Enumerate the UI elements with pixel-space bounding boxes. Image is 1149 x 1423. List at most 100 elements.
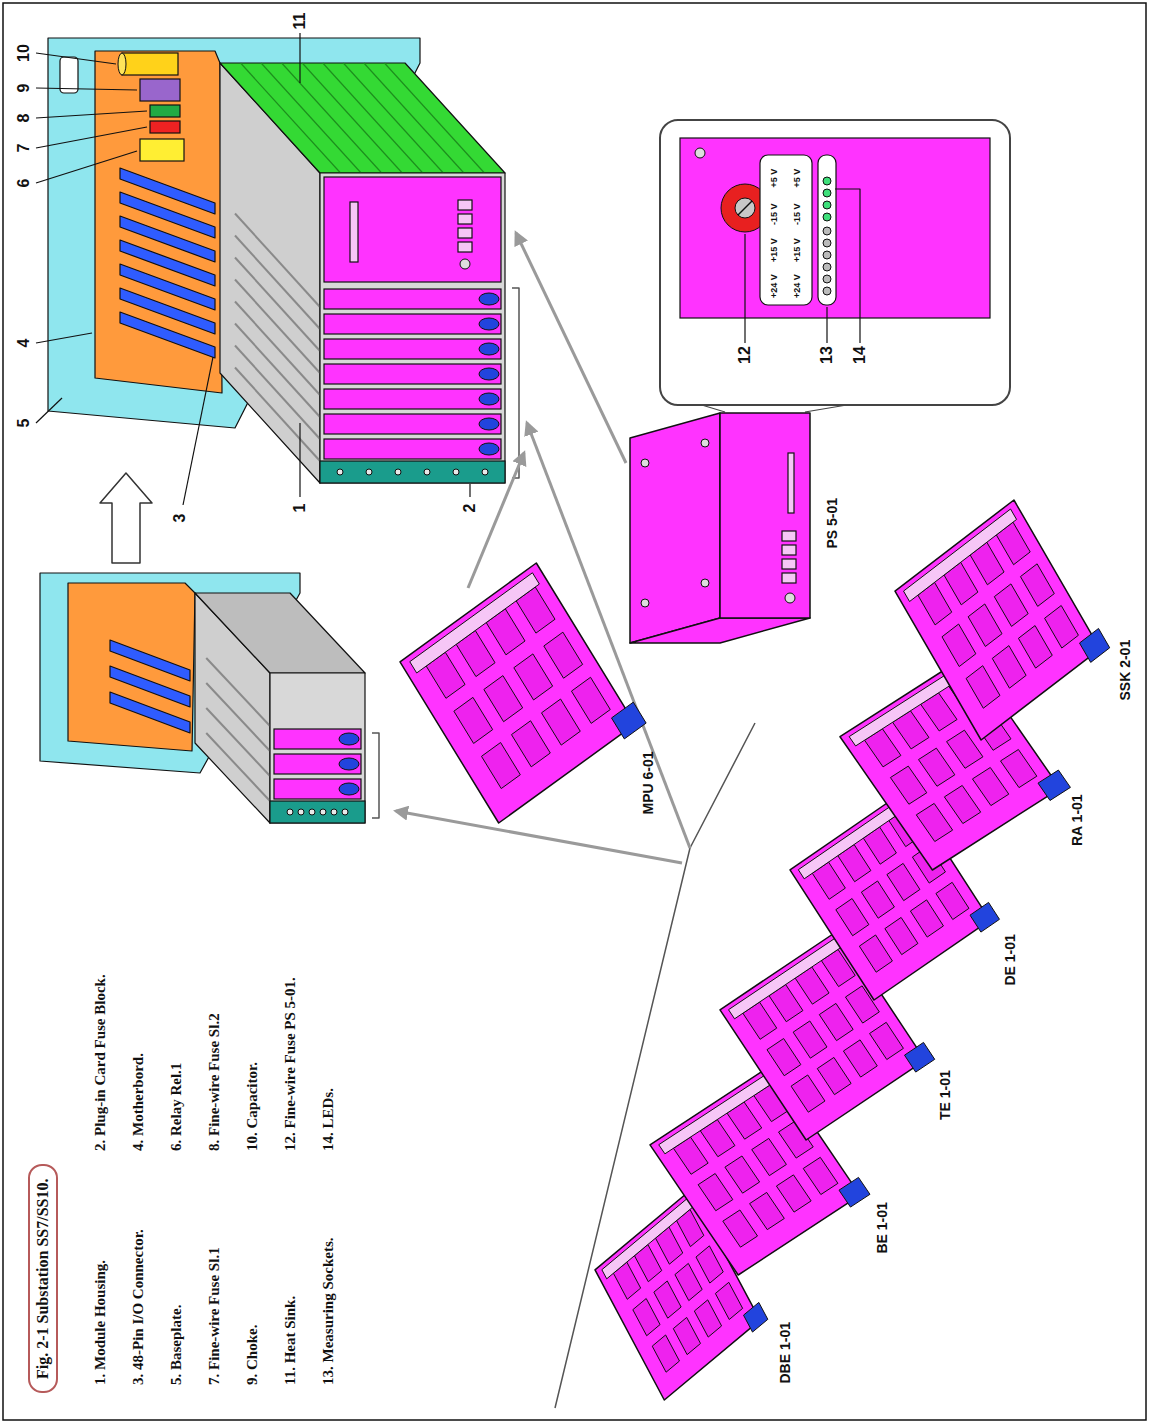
edge-connector xyxy=(729,938,842,1019)
fuse-holder xyxy=(309,809,315,815)
chip xyxy=(972,767,1008,805)
fuse-slot xyxy=(738,201,752,215)
callout-number: 5 xyxy=(15,419,33,428)
fuse-holder xyxy=(453,469,459,475)
chip xyxy=(944,785,980,823)
chip xyxy=(481,743,520,789)
module-outline xyxy=(630,413,810,643)
heat-sink-fin xyxy=(302,63,402,173)
fuse-holder xyxy=(331,809,337,815)
insertion-arrow xyxy=(468,453,524,588)
edge-connector xyxy=(904,509,1017,601)
ps-fuse xyxy=(785,593,795,603)
power-supply-module: PS 5-01 xyxy=(630,413,810,643)
card-front xyxy=(324,414,501,434)
io-connector xyxy=(110,640,190,681)
legend-item: 14. LEDs. xyxy=(320,1088,337,1151)
chip xyxy=(910,900,943,937)
edge-connector xyxy=(602,1198,693,1279)
leader-line xyxy=(835,189,860,343)
voltage-plate xyxy=(760,155,812,305)
fuse-holder xyxy=(342,809,348,815)
callout-number: 6 xyxy=(15,179,33,188)
fine-wire-fuse xyxy=(150,105,180,117)
fuse-block xyxy=(320,461,505,483)
socket-strip xyxy=(818,155,836,305)
fuse-holder xyxy=(366,469,372,475)
chip xyxy=(817,1057,851,1094)
plug-in-card: MPU 6-01 xyxy=(400,563,635,823)
leader-line xyxy=(36,127,147,148)
legend-item: 5. Baseplate. xyxy=(168,1305,185,1385)
card-handle xyxy=(1038,770,1070,800)
card-handle xyxy=(339,758,359,770)
assembly-arrow xyxy=(100,473,152,563)
chip xyxy=(571,677,610,723)
screw xyxy=(701,579,709,587)
leader-line xyxy=(183,357,213,505)
card-board xyxy=(400,563,635,823)
leader-line xyxy=(36,333,92,343)
callout-number: 13 xyxy=(818,346,836,364)
ps-detail xyxy=(460,259,470,269)
legend-item: 2. Plug-in Card Fuse Block. xyxy=(92,974,109,1151)
card-label: SSK 2-01 xyxy=(1117,640,1133,701)
chip xyxy=(819,1003,853,1040)
heat-sink-fin xyxy=(241,63,341,173)
legend-item: 3. 48-Pin I/O Connector. xyxy=(130,1229,147,1385)
plug-in-card: SSK 2-01 xyxy=(895,500,1100,740)
ps-detail xyxy=(458,200,472,210)
ps-side xyxy=(630,618,810,643)
insertion-arrow xyxy=(396,811,682,863)
leader-line xyxy=(299,33,300,83)
chip xyxy=(514,654,553,700)
legend-item: 6. Relay Rel.1 xyxy=(168,1063,185,1151)
screw xyxy=(641,459,649,467)
card-label: DBE 1-01 xyxy=(777,1322,793,1383)
module-housing-small xyxy=(40,573,379,823)
chip xyxy=(887,863,920,900)
card-handle xyxy=(479,393,499,405)
card-handle xyxy=(905,1042,935,1072)
callout-number: 2 xyxy=(461,504,479,513)
legend-item: 12. Fine-wire Fuse PS 5-01. xyxy=(282,977,299,1151)
fuse-holder xyxy=(424,469,430,475)
chip xyxy=(916,803,952,841)
card-handle xyxy=(479,343,499,355)
callout-number: 1 xyxy=(291,504,309,513)
card-handle xyxy=(612,702,647,739)
voltage-label: +15 V xyxy=(769,238,779,262)
chip xyxy=(793,1021,827,1058)
chip xyxy=(484,676,523,722)
card-front xyxy=(324,314,501,334)
chip xyxy=(1020,564,1054,607)
led xyxy=(823,189,831,197)
card-label: MPU 6-01 xyxy=(640,751,656,814)
leader-line xyxy=(36,111,147,118)
card-front xyxy=(274,729,361,749)
card-label: TE 1-01 xyxy=(937,1070,953,1120)
baseplate-slot xyxy=(60,57,78,93)
ps-front xyxy=(720,413,810,618)
card-front xyxy=(324,289,501,309)
voltage-label: +5 V xyxy=(792,169,802,188)
card-handle xyxy=(970,902,999,932)
measuring-socket xyxy=(823,275,831,283)
voltage-label: -15 V xyxy=(769,203,779,225)
leader-line xyxy=(36,151,137,183)
edge-connector xyxy=(659,1073,775,1154)
capacitor xyxy=(122,53,178,75)
card-label: RA 1-01 xyxy=(1069,794,1085,846)
measuring-socket xyxy=(823,239,831,247)
card-handle xyxy=(479,293,499,305)
card-handle xyxy=(339,733,359,745)
leader-line xyxy=(744,234,745,343)
leader-line xyxy=(469,484,470,497)
voltage-label: +24 V xyxy=(769,274,779,298)
ps-detail-view xyxy=(660,120,1010,412)
chip xyxy=(861,881,894,918)
ps-top xyxy=(630,413,720,643)
ps-led-strip xyxy=(788,453,794,513)
module-housing-main xyxy=(48,38,519,483)
